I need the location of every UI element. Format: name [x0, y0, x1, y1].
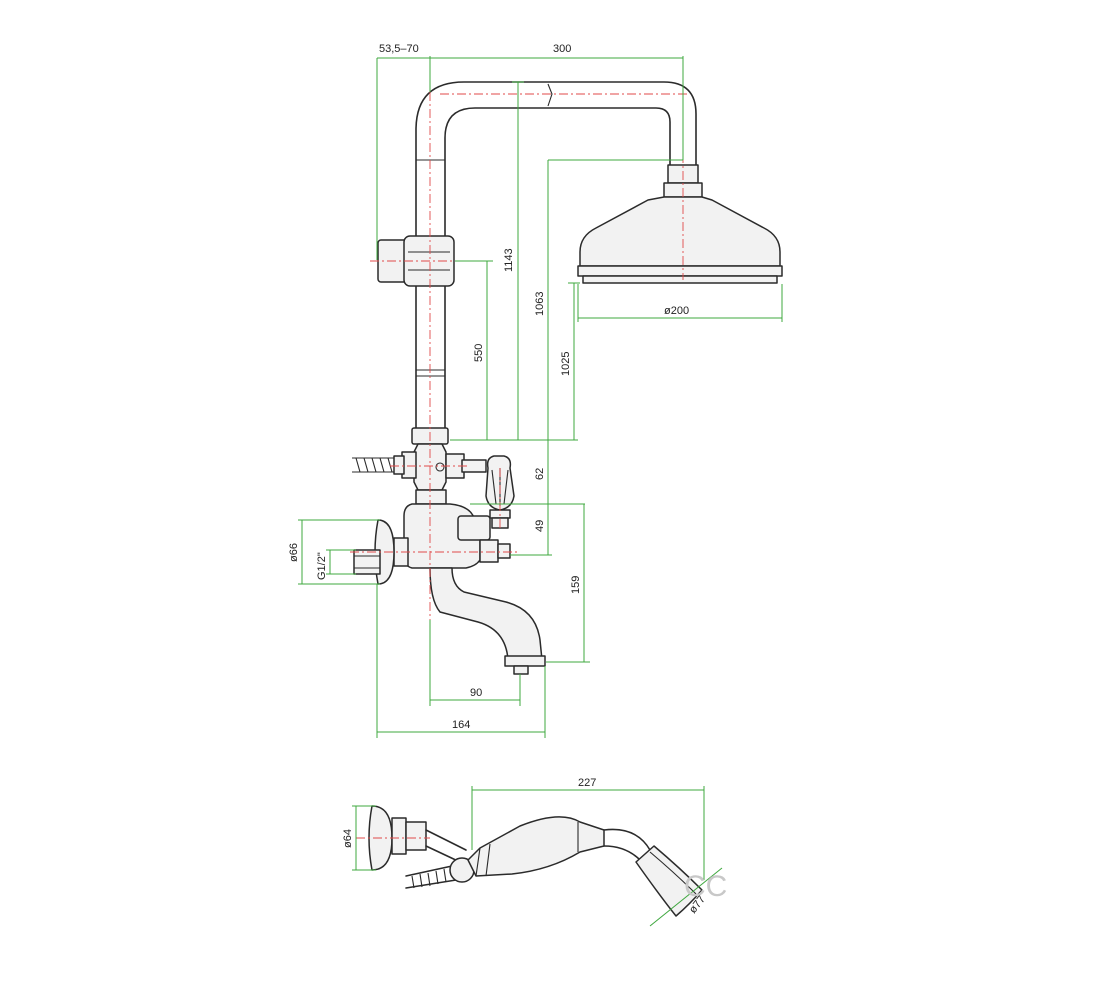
dimension-lines	[298, 56, 783, 738]
shower-head	[577, 164, 783, 284]
hose-stub	[352, 457, 394, 473]
dimension-labels: 53,5–70 300 1143 1063 550 1025 ø200 62 4…	[288, 43, 708, 916]
dim-spout-offset: 90	[470, 687, 482, 699]
dim-diverter-gap: 62	[534, 468, 546, 480]
shower-column	[415, 81, 697, 431]
centerlines	[350, 92, 690, 620]
hand-shower-holder	[368, 805, 475, 889]
dim-inlet-thread: G1/2"	[316, 552, 328, 580]
dim-head-bottom-height: 1025	[560, 352, 572, 376]
dim-slider-height: 550	[473, 344, 485, 362]
dim-total-height: 1143	[503, 248, 515, 272]
dim-arm-reach: 300	[553, 43, 571, 55]
dim-hand-length: 227	[578, 777, 596, 789]
hand-dimension-lines	[352, 786, 723, 927]
hand-shower	[467, 816, 703, 917]
dim-head-diameter: ø200	[664, 305, 689, 317]
dim-flange-diameter: ø66	[288, 543, 300, 562]
watermark: CC	[684, 870, 727, 903]
dim-spout-height: 159	[570, 576, 582, 594]
bath-spout	[429, 567, 546, 675]
dim-head-height: 1063	[534, 292, 546, 316]
dim-mixer-gap: 49	[534, 520, 546, 532]
dim-offset-wall: 53,5–70	[379, 43, 419, 55]
dim-spout-reach: 164	[452, 719, 470, 731]
dim-hand-holder-diameter: ø64	[342, 829, 354, 848]
